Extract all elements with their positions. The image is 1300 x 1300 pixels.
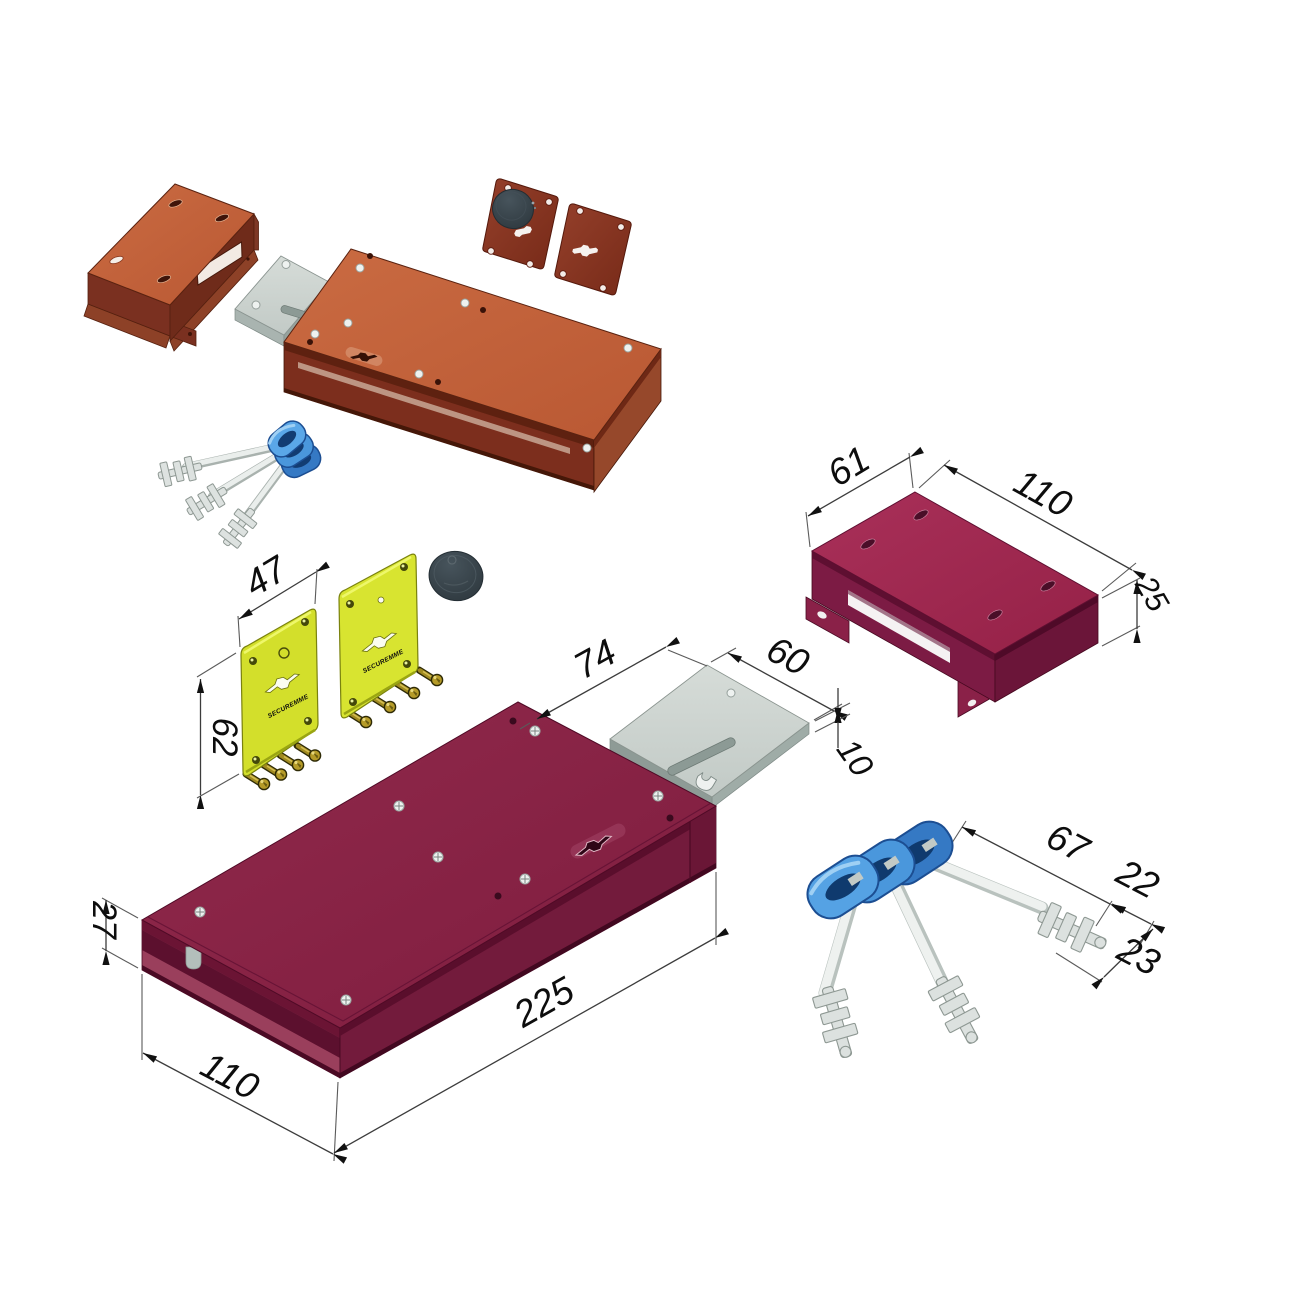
svg-text:27: 27 [85, 900, 123, 940]
svg-text:62: 62 [205, 718, 244, 757]
